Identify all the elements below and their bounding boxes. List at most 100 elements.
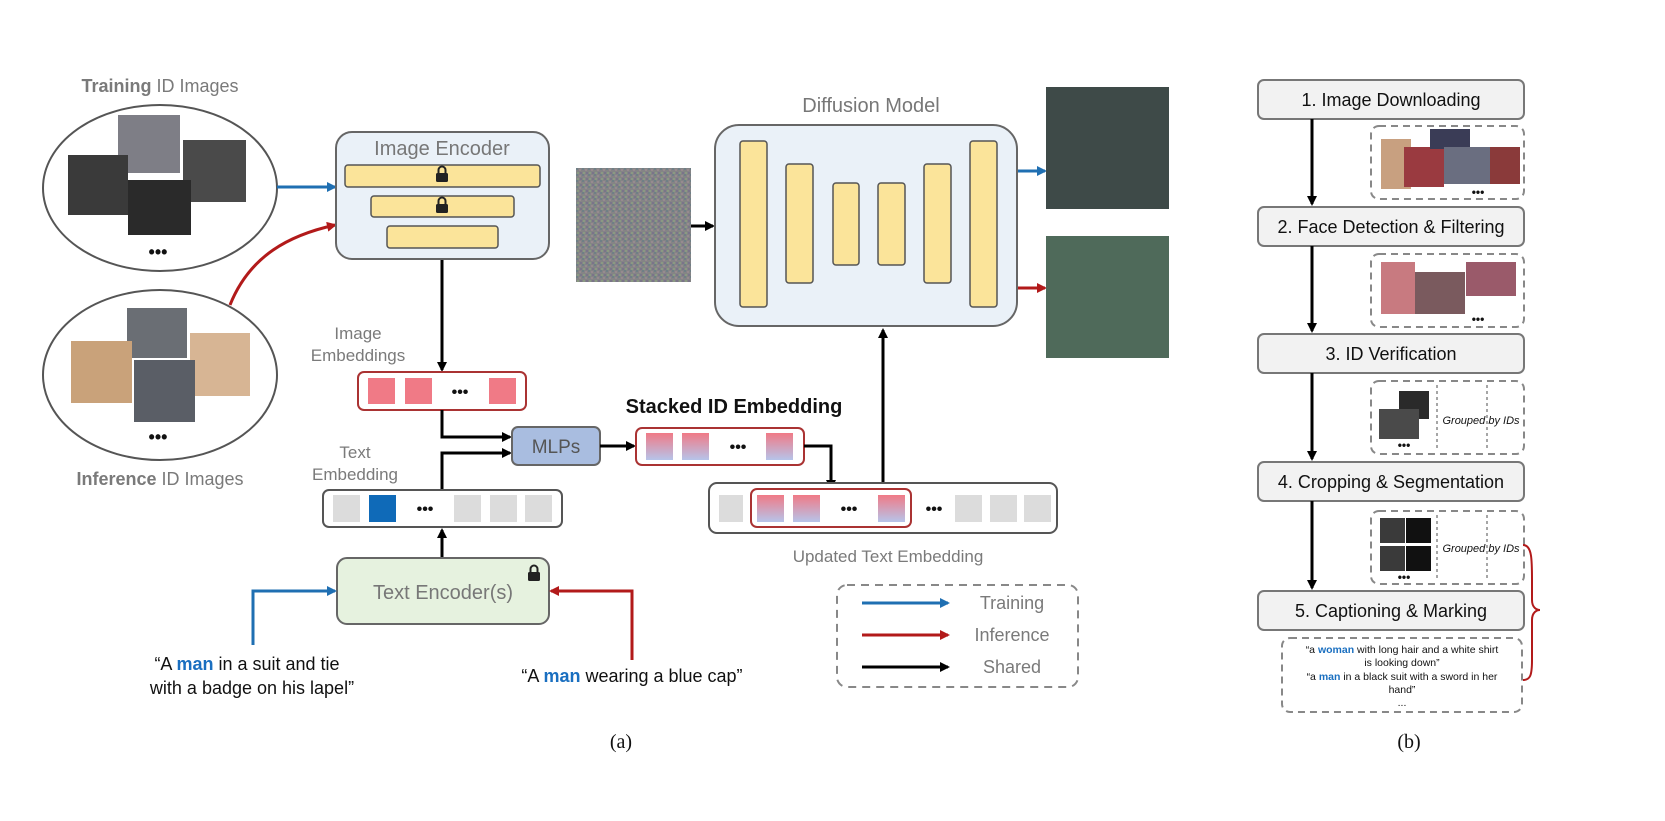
pipeline-step-3-label: 3. ID Verification [1325,344,1456,364]
data-pipeline-panel: 1. Image Downloading 2. Face Detection &… [1257,79,1541,753]
unet-block [832,182,860,266]
legend-shared-label: Shared [983,657,1041,677]
unet-block [785,163,814,284]
updated-embedding-token [955,495,982,522]
unet-block [739,140,768,308]
training-photo-1 [118,115,180,173]
inference-output-image [1046,236,1169,358]
updated-embedding-id-group [750,488,912,528]
inference-photo-2 [71,341,132,403]
step-4-grouped-label: Grouped by IDs [1442,543,1520,555]
segmentation-mask [1406,546,1431,571]
legend-box [836,584,1079,688]
text-embedding-to-mlp-arrow [440,448,512,490]
panel-b-caption: (b) [1397,731,1420,753]
updated-id-token [793,495,820,522]
updated-embedding-ellipsis: ••• [926,501,943,518]
step-4-ellipsis: ••• [1398,570,1411,584]
training-photo-3 [183,140,246,202]
pipeline-step-4 [1257,461,1525,502]
updated-id-token [757,495,784,522]
training-photo-2 [68,155,128,215]
text-embedding-token [454,495,481,522]
text-embedding-label-1: Text [339,443,370,462]
inference-photo-3 [190,333,250,396]
image-encoder-label: Image Encoder [374,138,510,160]
text-embedding-label-2: Embedding [312,465,398,484]
image-embedding-to-mlp-arrow [440,410,512,442]
legend-training-label: Training [980,593,1044,613]
updated-embedding-token [1024,495,1051,522]
training-prompt-line-2: with a badge on his lapel” [149,678,354,698]
pipeline-step-5-label: 5. Captioning & Marking [1295,601,1487,621]
image-embeddings-label-1: Image [334,324,381,343]
grouping-brace [1522,544,1541,681]
inference-images-arrow [228,221,337,306]
thumbnail [1404,147,1444,187]
unet-block [877,182,906,266]
stacked-id-embedding-label: Stacked ID Embedding [626,396,843,418]
image-embedding-token [368,378,395,404]
training-ellipsis: ••• [149,242,168,262]
thumbnail [1490,147,1520,184]
text-embedding-token [525,495,552,522]
stacked-id-token [766,433,793,460]
caption-2-line-2: hand” [1389,684,1416,696]
pipeline-step-1-label: 1. Image Downloading [1301,90,1480,110]
step-5-captions [1281,637,1523,713]
training-prompt-arrow [251,586,337,645]
unet-block [923,163,952,284]
pipeline-step-5 [1257,590,1525,631]
text-embedding-token-highlighted [369,495,396,522]
step-1-ellipsis: ••• [1472,185,1485,199]
inference-ellipsis: ••• [149,427,168,447]
stacked-id-token [646,433,673,460]
updated-text-embedding-label: Updated Text Embedding [793,547,984,566]
thumbnail [1379,409,1419,439]
pipeline-step-1 [1257,79,1525,120]
image-embeddings-label-2: Embeddings [311,346,406,365]
panel-a-caption: (a) [610,731,632,753]
inference-images-title: Inference ID Images [76,469,243,489]
legend-inference-label: Inference [974,625,1049,645]
updated-embedding-token [990,495,1017,522]
inference-prompt: “A man wearing a blue cap” [521,666,742,686]
text-embedding-ellipsis: ••• [417,501,434,518]
thumbnail [1430,129,1470,149]
image-embedding-token [405,378,432,404]
thumbnail [1380,546,1405,571]
stacked-id-ellipsis: ••• [730,439,747,456]
thumbnail [1381,262,1415,314]
pipeline-step-2-label: 2. Face Detection & Filtering [1277,217,1504,237]
pipeline-step-4-label: 4. Cropping & Segmentation [1278,472,1504,492]
thumbnail [1466,262,1516,296]
caption-2-line-1: “a man in a black suit with a sword in h… [1307,671,1498,683]
text-encoder-label: Text Encoder(s) [373,582,513,604]
caption-more: ... [1398,697,1407,709]
thumbnail [1444,147,1494,184]
training-output-image [1046,87,1169,209]
encoder-layer-3 [386,225,499,249]
inference-prompt-arrow [549,586,634,660]
thumbnail [1415,272,1465,314]
caption-1-line-1: “a woman with long hair and a white shir… [1306,644,1499,656]
training-images-title: Training ID Images [81,76,238,96]
image-embeddings-ellipsis: ••• [452,384,469,401]
caption-1-line-2: is looking down” [1364,657,1440,669]
training-photo-4 [128,180,191,235]
image-embedding-token [489,378,516,404]
text-embedding-token [490,495,517,522]
thumbnail [1380,518,1405,543]
updated-id-token [878,495,905,522]
unet-block [969,140,998,308]
segmentation-mask [1406,518,1431,543]
step-2-ellipsis: ••• [1472,312,1485,326]
training-prompt-line-1: “A man in a suit and tie [154,654,339,674]
step-3-ellipsis: ••• [1398,438,1411,452]
stacked-to-updated-arrow [804,444,836,490]
pipeline-step-2 [1257,206,1525,247]
stacked-id-token [682,433,709,460]
inference-photo-4 [134,360,195,422]
noise-image [576,168,691,282]
